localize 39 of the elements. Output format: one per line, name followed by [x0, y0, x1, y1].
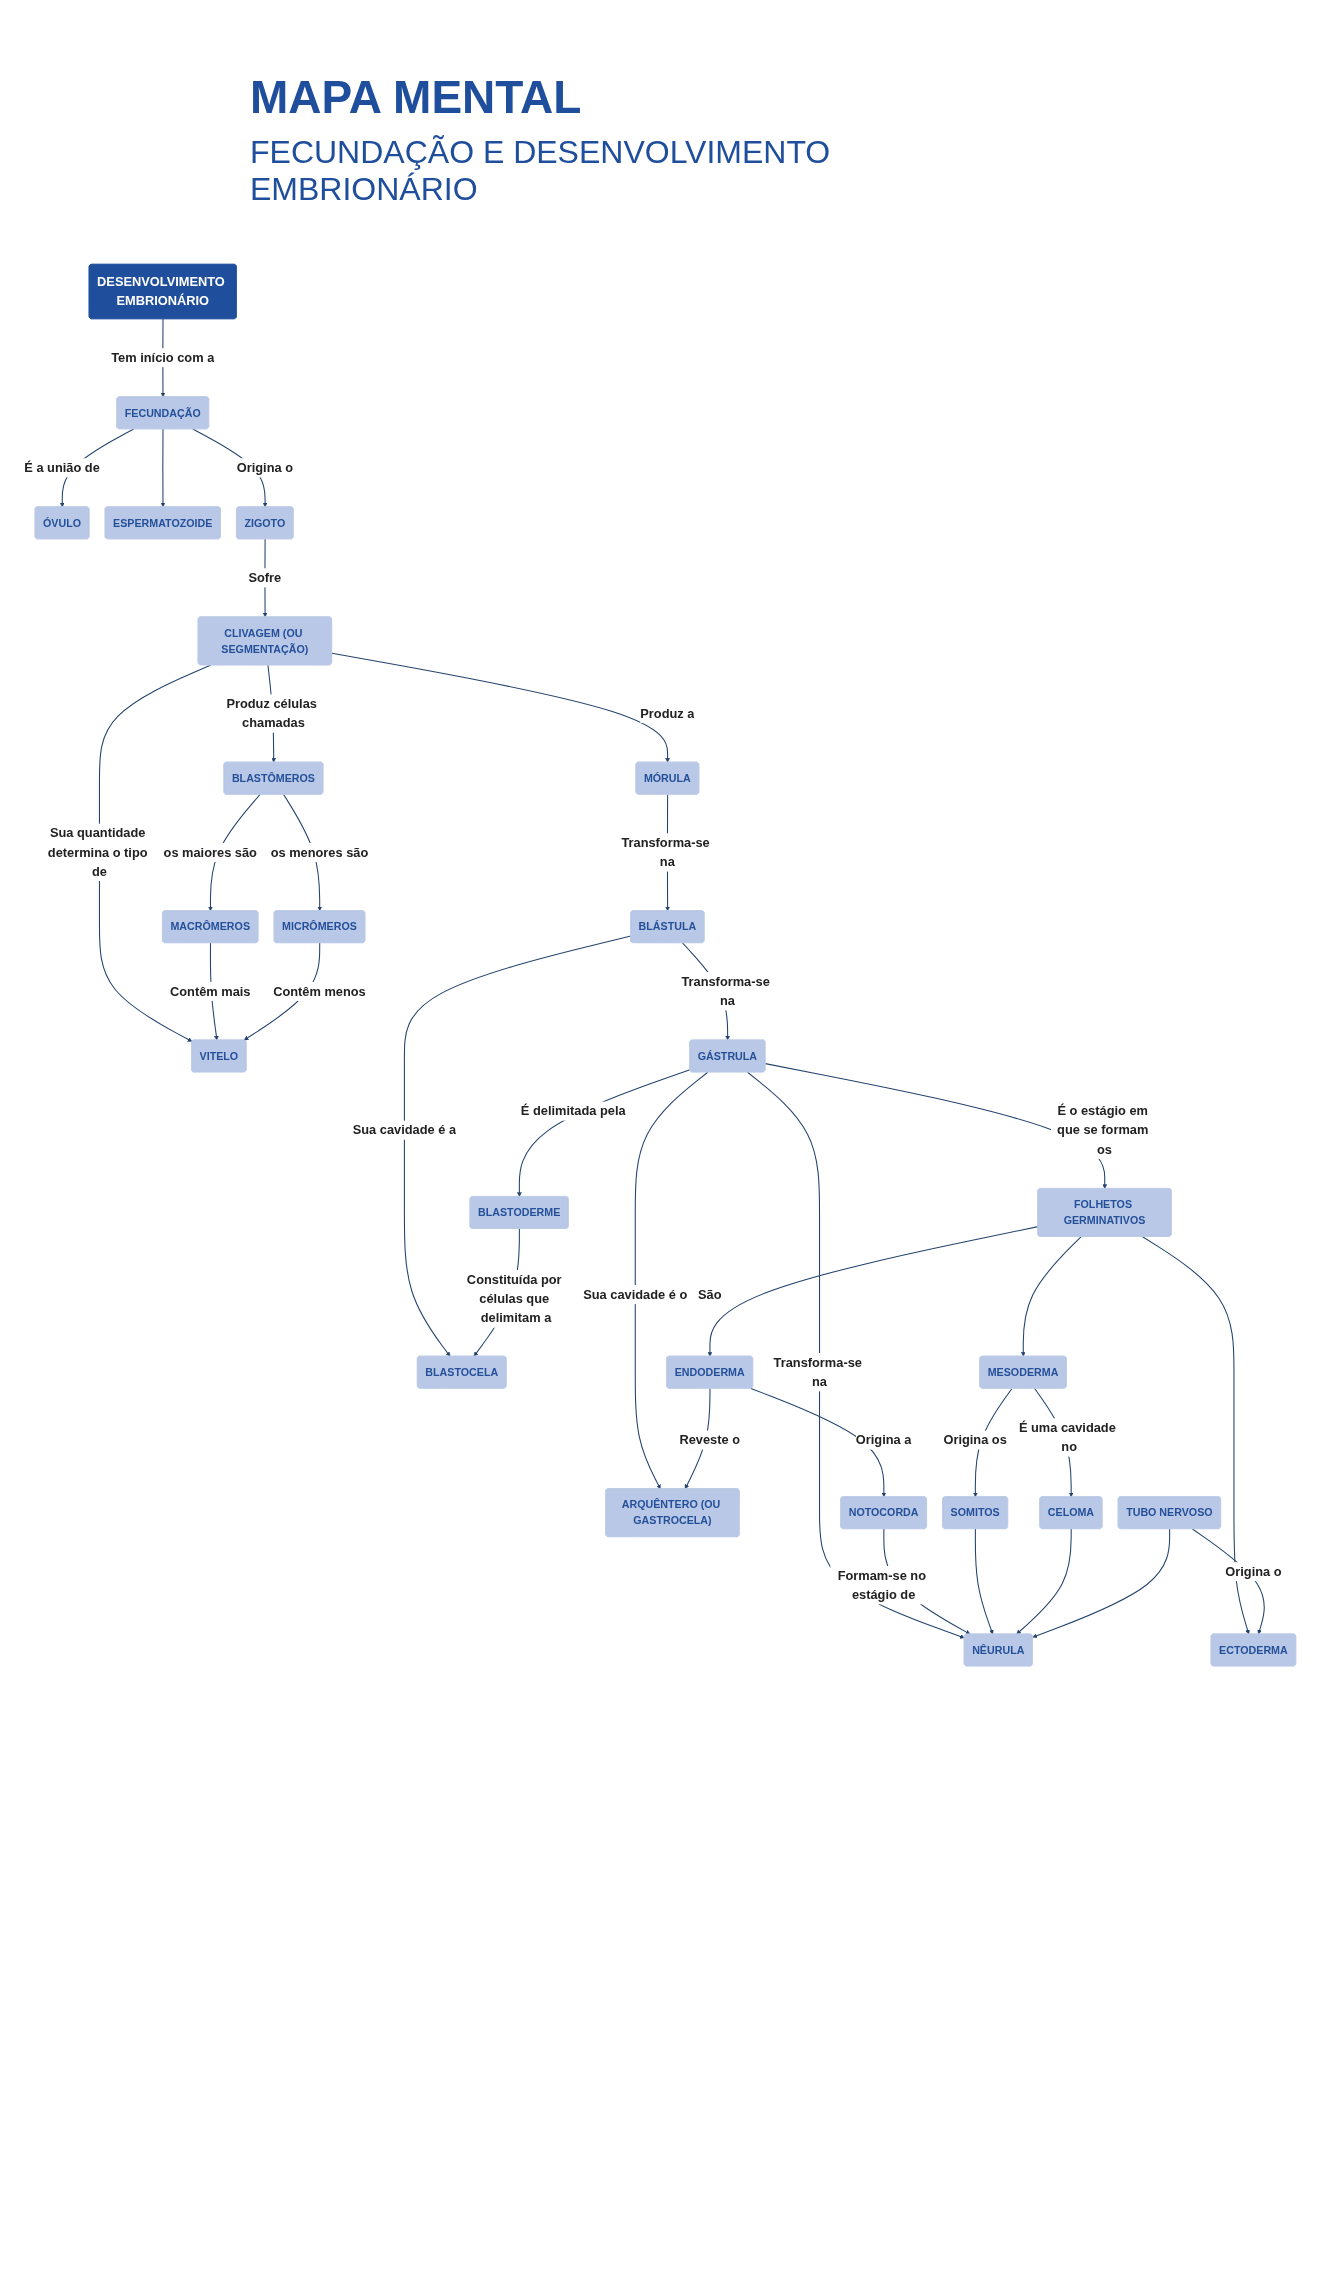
edge-label: Produz a	[640, 706, 695, 721]
edge-label: Sua quantidade determina o tipo de	[47, 825, 148, 879]
edge-label: Reveste o	[679, 1432, 740, 1447]
arrow	[1142, 1236, 1250, 1635]
arrow	[750, 1387, 887, 1498]
arrow	[517, 1069, 691, 1197]
edge-label: os menores são	[270, 844, 369, 860]
edge-label: É uma cavidade no	[1018, 1420, 1116, 1455]
subtitle: FECUNDAÇÃO E DESENVOLVIMENTO EMBRIONÁRIO	[250, 134, 832, 208]
arrow	[1016, 1528, 1072, 1635]
arrow	[747, 1071, 965, 1639]
arrow	[707, 1226, 1039, 1357]
edge-label: Transforma-se na	[681, 974, 770, 1008]
edge-label: Formam-se no estágio de	[837, 1568, 927, 1602]
edge-label: Sofre	[248, 570, 282, 585]
edge-label: Tem início com a	[111, 350, 215, 365]
edge-label: os maiores são	[163, 844, 257, 860]
edge-label: Origina a	[855, 1432, 912, 1447]
edge-label: É o estágio em que se formam os	[1057, 1103, 1149, 1157]
arrow	[331, 652, 670, 763]
edge-label: Sua cavidade é o	[583, 1287, 688, 1302]
edge-label: Constituída por células que delimitam a	[466, 1272, 562, 1326]
edge-label: Origina os	[943, 1432, 1007, 1447]
title: MAPA MENTAL	[250, 70, 582, 124]
edge-label: Transforma-se na	[621, 835, 710, 869]
edge-label: É a união de	[24, 460, 100, 475]
edge-label: Origina o	[1225, 1564, 1282, 1579]
arrow	[160, 428, 166, 508]
edge-label: Origina o	[236, 460, 293, 475]
edge-label: Produz células chamadas	[226, 696, 317, 731]
edge-label: Contêm mais	[169, 983, 251, 999]
arrow	[1020, 1236, 1082, 1357]
edge-label: Sua cavidade é a	[352, 1122, 457, 1138]
arrow	[974, 1528, 994, 1635]
edge-label: São	[697, 1287, 722, 1302]
edge-label: É delimitada pela	[520, 1103, 626, 1118]
edge-label: Transforma-se na	[773, 1355, 862, 1389]
arrow	[1032, 1528, 1171, 1638]
edge-label: Contêm menos	[273, 983, 366, 999]
